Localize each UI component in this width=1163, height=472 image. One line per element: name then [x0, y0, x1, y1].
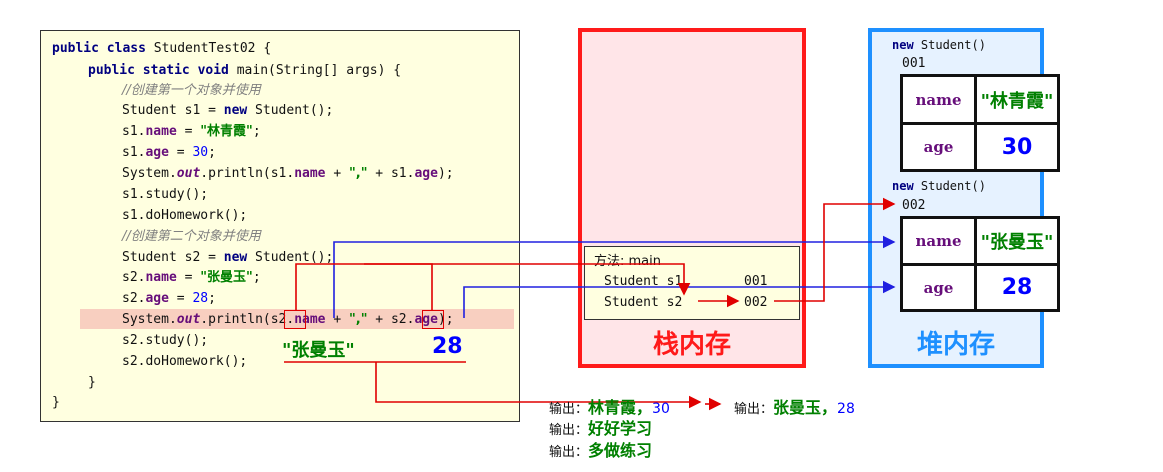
annotation-age-value: 28: [432, 334, 463, 359]
code-line-1: public class StudentTest02 {: [52, 41, 272, 56]
arrow-s2-ref-to-stack: [295, 263, 433, 310]
stack-var-s1-addr: 001: [744, 274, 768, 289]
heap-obj2-name-value-cell: "张曼玉": [980, 232, 1054, 253]
output-line-3: 输出：多做练习: [549, 441, 653, 460]
heap-obj1-age-label-cell: age: [923, 138, 954, 156]
heap-obj1-name-label-cell: name: [915, 90, 962, 109]
code-line-10: //创建第二个对象并使用: [122, 229, 261, 244]
code-line-8: s1.study();: [122, 187, 209, 202]
heap-obj1-addr: 001: [902, 56, 926, 71]
heap-obj1-age-value-cell: 30: [1001, 134, 1033, 160]
code-line-16: s2.doHomework();: [122, 354, 248, 369]
code-panel: [40, 30, 520, 422]
output-line-2: 输出：好好学习: [549, 419, 653, 438]
s2-name-ref-box: [284, 310, 306, 329]
code-line-9: s1.doHomework();: [122, 208, 248, 223]
code-line-12: s2.name = "张曼玉";: [122, 270, 261, 285]
heap-obj2-addr: 002: [902, 198, 926, 213]
heap-obj2-header: new Student(): [892, 179, 986, 193]
code-line-15: s2.study();: [122, 333, 209, 348]
heap-object-1-divider: [900, 122, 1060, 125]
code-line-4: Student s1 = new Student();: [122, 103, 334, 118]
code-line-14: System.out.println(s2.name + "," + s2.ag…: [122, 312, 454, 327]
stack-var-s2-label: Student s2: [604, 295, 683, 310]
code-line-18: }: [52, 395, 60, 410]
heap-obj2-age-label-cell: age: [923, 278, 954, 297]
arrow-s2-age-to-heap: [463, 280, 896, 318]
stack-var-s2-addr: 002: [744, 295, 768, 310]
arrow-s2-name-to-heap: [333, 235, 896, 318]
heap-obj1-name-value-cell: "林青霞": [980, 90, 1054, 112]
code-line-5: s1.name = "林青霞";: [122, 124, 261, 139]
stack-var-s1-label: Student s1: [604, 274, 683, 289]
code-line-3: //创建第一个对象并使用: [122, 83, 261, 98]
annotation-name-value: "张曼玉": [282, 340, 355, 361]
heap-object-1-col-divider: [974, 74, 977, 172]
arrow-annotation-to-output: [375, 362, 702, 409]
arrow-s2-ref-to-stack-var: [364, 263, 691, 296]
heap-object-2-divider: [900, 263, 1060, 266]
output-line-1b: 输出：张曼玉，28: [734, 398, 855, 417]
code-line-17: }: [88, 375, 96, 390]
arrow-stack-to-heap-obj2: [774, 197, 896, 302]
heap-memory-title: 堆内存: [916, 330, 995, 360]
code-line-13: s2.age = 28;: [122, 291, 216, 306]
highlighted-line: [80, 309, 514, 329]
s2-age-ref-box: [422, 310, 444, 329]
stack-memory-title: 栈内存: [652, 330, 731, 360]
main-stack-frame: [584, 246, 800, 320]
heap-obj2-age-value-cell: 28: [1001, 275, 1033, 300]
output-line-1: 输出：林青霞，30: [549, 398, 670, 417]
code-line-7: System.out.println(s1.name + "," + s1.ag…: [122, 166, 454, 181]
code-line-2: public static void main(String[] args) {: [88, 63, 402, 78]
heap-object-2-col-divider: [974, 216, 977, 312]
code-line-11: Student s2 = new Student();: [122, 250, 334, 265]
heap-obj1-header: new Student(): [892, 38, 986, 52]
code-line-6: s1.age = 30;: [122, 145, 216, 160]
frame-title: 方法: main: [594, 254, 661, 269]
heap-obj2-name-label-cell: name: [915, 232, 962, 250]
